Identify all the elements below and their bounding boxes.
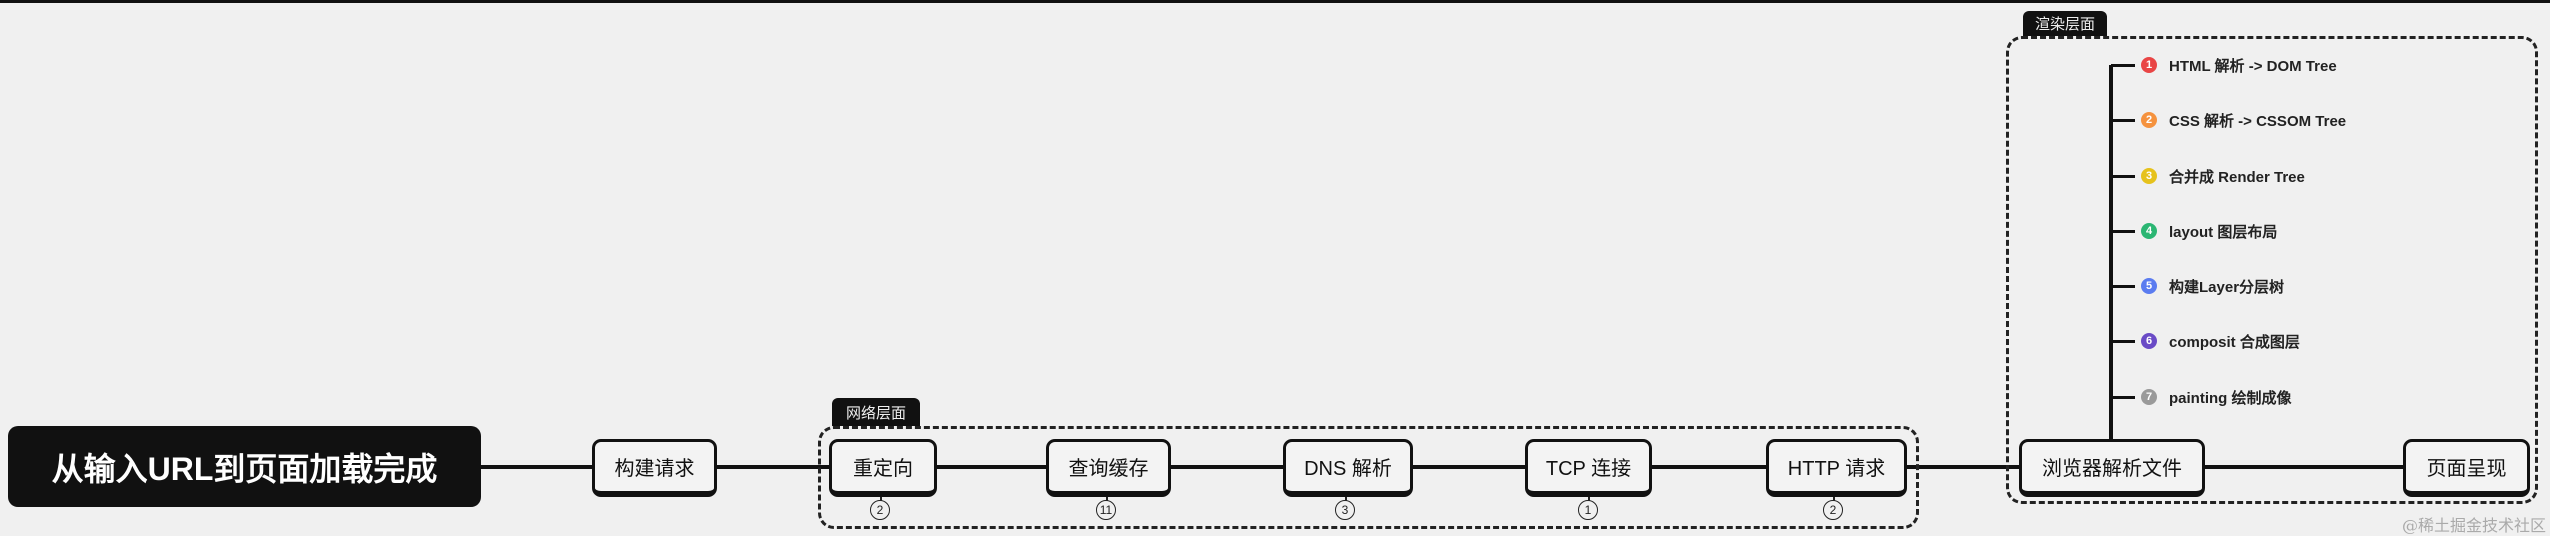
render-step[interactable]: 4 layout 图层布局 (2111, 219, 2277, 243)
branch-tick (2111, 395, 2135, 399)
root-node[interactable]: 从输入URL到页面加载完成 (8, 426, 481, 507)
step-number-icon: 6 (2141, 333, 2157, 349)
render-step[interactable]: 1 HTML 解析 -> DOM Tree (2111, 53, 2337, 77)
count-badge: 1 (1578, 500, 1598, 520)
step-number-icon: 2 (2141, 112, 2157, 128)
branch-tick (2111, 63, 2135, 67)
render-step[interactable]: 5 构建Layer分层树 (2111, 274, 2284, 298)
step-label: HTML 解析 -> DOM Tree (2169, 57, 2337, 75)
branch-tick (2111, 339, 2135, 343)
network-group-label: 网络层面 (832, 398, 920, 426)
branch-tick (2111, 118, 2135, 122)
node-tcp[interactable]: TCP 连接 (1525, 439, 1652, 497)
render-step[interactable]: 3 合并成 Render Tree (2111, 164, 2305, 188)
node-dns[interactable]: DNS 解析 (1283, 439, 1413, 497)
branch-tick (2111, 284, 2135, 288)
node-build-request[interactable]: 构建请求 (592, 439, 717, 497)
count-badge: 2 (1823, 500, 1843, 520)
node-http[interactable]: HTTP 请求 (1766, 439, 1907, 497)
render-branch-line (2109, 65, 2113, 441)
branch-tick (2111, 229, 2135, 233)
step-label: 构建Layer分层树 (2169, 278, 2285, 296)
render-step[interactable]: 6 composit 合成图层 (2111, 329, 2300, 353)
node-render[interactable]: 页面呈现 (2403, 439, 2530, 497)
step-number-icon: 1 (2141, 57, 2157, 73)
render-group (2006, 36, 2538, 504)
step-label: CSS 解析 -> CSSOM Tree (2169, 112, 2347, 130)
step-number-icon: 5 (2141, 278, 2157, 294)
count-badge: 11 (1096, 500, 1116, 520)
network-group (818, 426, 1919, 529)
node-redirect[interactable]: 重定向 (829, 439, 937, 497)
branch-tick (2111, 174, 2135, 178)
node-parse[interactable]: 浏览器解析文件 (2019, 439, 2205, 497)
render-step[interactable]: 2 CSS 解析 -> CSSOM Tree (2111, 108, 2346, 132)
step-number-icon: 7 (2141, 389, 2157, 405)
step-label: composit 合成图层 (2169, 333, 2300, 351)
step-label: layout 图层布局 (2169, 223, 2278, 241)
render-step[interactable]: 7 painting 绘制成像 (2111, 385, 2292, 409)
top-border (0, 0, 2550, 3)
step-label: 合并成 Render Tree (2169, 168, 2305, 186)
main-connector (481, 465, 2411, 469)
node-query-cache[interactable]: 查询缓存 (1046, 439, 1171, 497)
watermark: @稀土掘金技术社区 (2401, 516, 2546, 535)
step-number-icon: 4 (2141, 223, 2157, 239)
step-label: painting 绘制成像 (2169, 389, 2292, 407)
step-number-icon: 3 (2141, 168, 2157, 184)
count-badge: 3 (1335, 500, 1355, 520)
count-badge: 2 (870, 500, 890, 520)
render-group-label: 渲染层面 (2023, 11, 2107, 36)
